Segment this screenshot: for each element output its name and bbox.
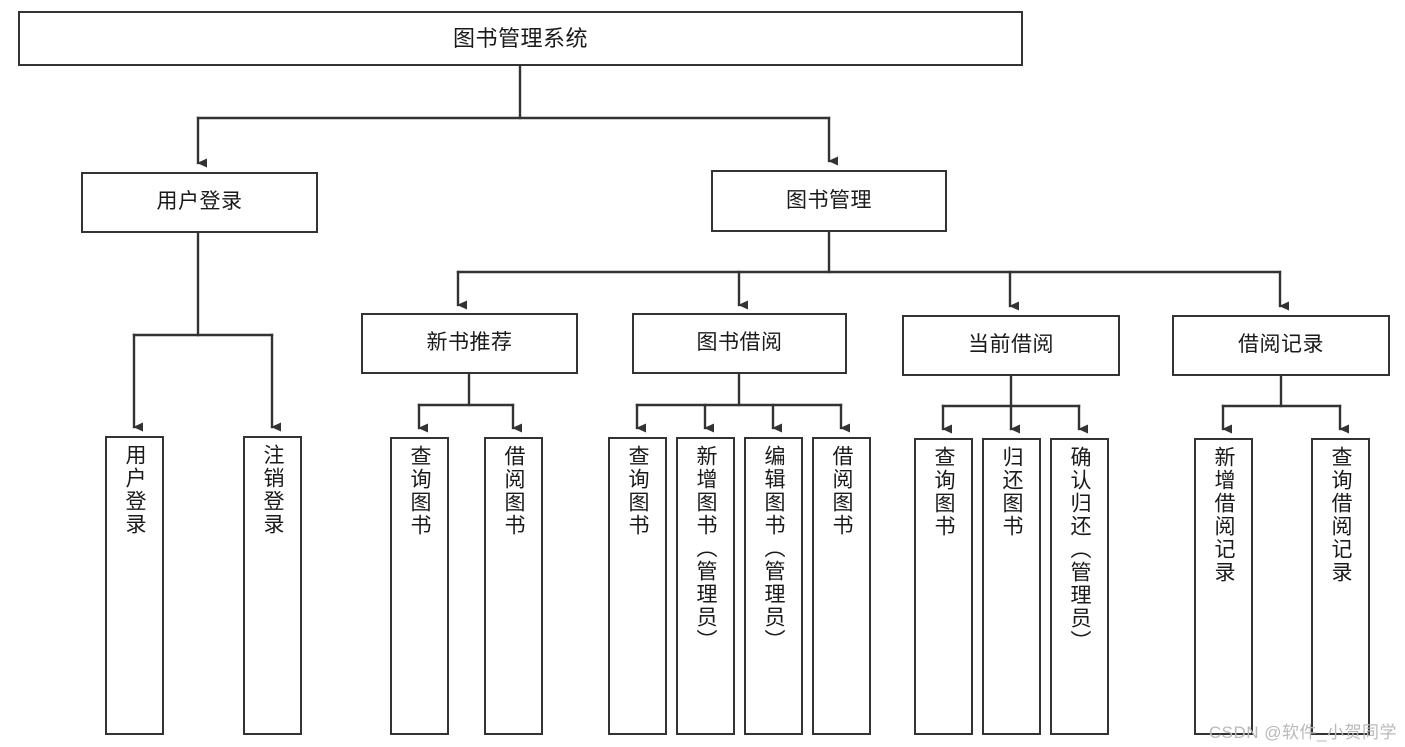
node-label: 借阅图书 <box>502 445 525 537</box>
node-label: 新书推荐 <box>426 331 513 355</box>
node-label: 借阅图书 <box>830 445 853 537</box>
node-label: 新增借阅记录 <box>1212 446 1235 584</box>
node-label: 用户登录 <box>156 190 243 214</box>
node-label: 归还图书 <box>1000 446 1023 538</box>
node-label: 查询图书 <box>408 445 431 537</box>
node-label: 编辑图书（管理员） <box>762 445 785 652</box>
node-label: 新增图书（管理员） <box>694 445 717 652</box>
node-leaf-logout-login[interactable]: 注销登录 <box>243 436 302 735</box>
csdn-watermark: CSDN @软件_小贺同学 <box>1208 723 1397 742</box>
node-leaf-query-book-new-recommend[interactable]: 查询图书 <box>390 437 449 735</box>
node-leaf-query-book-borrow[interactable]: 查询图书 <box>608 437 667 735</box>
node-book-management[interactable]: 图书管理 <box>711 170 947 232</box>
node-label: 借阅记录 <box>1238 333 1324 357</box>
node-leaf-return-book[interactable]: 归还图书 <box>982 438 1041 735</box>
node-label: 图书管理 <box>786 188 872 212</box>
node-leaf-query-book-current[interactable]: 查询图书 <box>914 438 973 735</box>
node-leaf-borrow-book-new-recommend[interactable]: 借阅图书 <box>484 437 543 735</box>
node-label: 查询借阅记录 <box>1329 446 1352 584</box>
node-label: 查询图书 <box>626 445 649 537</box>
node-root-book-management-system[interactable]: 图书管理系统 <box>18 11 1023 66</box>
node-user-login[interactable]: 用户登录 <box>81 172 318 233</box>
node-label: 图书管理系统 <box>452 25 588 51</box>
node-leaf-confirm-return-admin[interactable]: 确认归还（管理员） <box>1050 438 1109 735</box>
node-label: 用户登录 <box>123 444 146 536</box>
node-label: 注销登录 <box>261 444 284 536</box>
node-leaf-borrow-book[interactable]: 借阅图书 <box>812 437 871 735</box>
node-leaf-add-book-admin[interactable]: 新增图书（管理员） <box>676 437 735 735</box>
node-current-borrow[interactable]: 当前借阅 <box>902 315 1120 376</box>
node-label: 当前借阅 <box>968 333 1054 357</box>
node-label: 确认归还（管理员） <box>1068 446 1091 653</box>
node-leaf-query-borrow-record[interactable]: 查询借阅记录 <box>1311 438 1370 735</box>
node-leaf-user-login[interactable]: 用户登录 <box>105 436 164 735</box>
node-leaf-add-borrow-record[interactable]: 新增借阅记录 <box>1194 438 1253 735</box>
node-leaf-edit-book-admin[interactable]: 编辑图书（管理员） <box>744 437 803 735</box>
node-label: 图书借阅 <box>696 331 783 355</box>
node-new-book-recommend[interactable]: 新书推荐 <box>361 313 578 374</box>
node-borrow-record[interactable]: 借阅记录 <box>1172 315 1390 376</box>
node-label: 查询图书 <box>932 446 955 538</box>
node-book-borrow[interactable]: 图书借阅 <box>632 313 847 374</box>
